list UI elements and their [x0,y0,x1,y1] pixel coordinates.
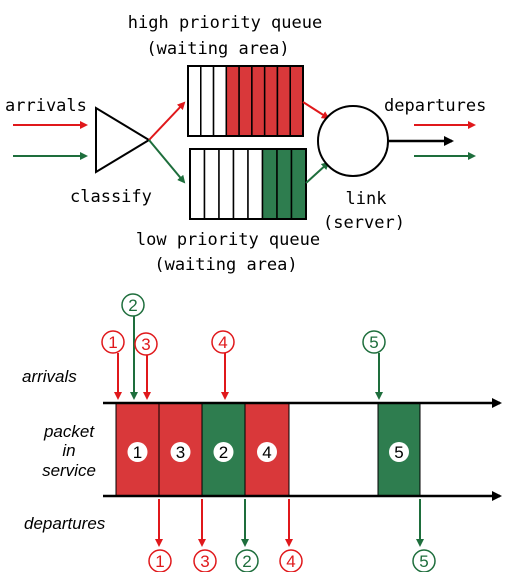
low-queue-slot-empty [189,148,206,220]
arrival-marker-2-circle [121,293,145,317]
high-queue-outline [187,65,304,137]
to-high-queue-arrow [148,101,186,141]
high-queue-slot-empty [212,65,228,137]
departure-marker-1-circle [148,549,172,572]
high-queue-to-server-arrow [302,101,330,120]
low-queue-outline [189,148,307,220]
low-queue-slot-empty [247,148,264,220]
high-queue-title: high priority queue [128,13,322,33]
to-low-queue-arrow [148,139,186,184]
service-blocks: 1 3 2 4 5 [115,402,421,497]
service-block-number: 1 [133,443,142,462]
packet-label: packet [43,422,95,441]
high-queue-slot-filled [263,65,279,137]
service-block-number: 3 [176,443,185,462]
service-block-badge [170,442,191,462]
queue-diagram: high priority queue (waiting area) arriv… [5,13,486,275]
classify-label: classify [70,187,152,207]
server-label: (server) [323,213,405,233]
timeline-diagram: arrivals packet in service departures 1 3… [22,293,502,572]
high-queue-subtitle: (waiting area) [146,39,289,59]
service-block-number: 2 [219,443,228,462]
departure-marker-2-circle [235,549,259,572]
arrival-marker-1-circle [101,330,125,354]
departure-marker-5-number: 5 [419,552,428,571]
high-queue-slot-empty [187,65,202,137]
departure-marker-3-number: 3 [200,552,209,571]
low-queue-slot-empty [232,148,249,220]
arrival-marker-3-circle [134,332,158,356]
service-block-badge [213,442,234,462]
departure-marker-3-circle [193,549,217,572]
timeline-departures-label: departures [24,514,106,533]
high-queue-slot-filled [276,65,291,137]
timeline-arrivals-label: arrivals [22,367,77,386]
departure-markers: 1 3 2 4 5 [148,499,436,572]
arrival-marker-4-number: 4 [218,333,227,352]
arrival-marker-3-number: 3 [141,335,150,354]
service-block-badge [127,442,148,462]
in-label: in [62,441,75,460]
departure-marker-2-number: 2 [242,552,251,571]
high-priority-queue [187,65,304,137]
low-queue-slot-empty [218,148,235,220]
service-block-number: 5 [394,443,403,462]
departure-marker-1-number: 1 [155,552,164,571]
arrival-marker-2-number: 2 [128,296,137,315]
arrival-marker-5-circle [362,330,386,354]
service-block-badge [389,442,409,462]
service-block-number: 4 [262,443,271,462]
low-queue-slot-filled [261,148,278,220]
high-queue-slot-filled [251,65,266,137]
low-queue-subtitle: (waiting area) [154,255,297,275]
link-server-circle [317,105,389,177]
low-queue-to-server-arrow [305,161,330,184]
low-queue-slot-filled [290,148,307,220]
high-queue-slot-filled [289,65,304,137]
low-queue-title: low priority queue [136,230,320,250]
service-block-badge [257,442,277,462]
arrival-marker-1-number: 1 [108,333,117,352]
high-queue-slot-filled [238,65,253,137]
arrival-marker-4-circle [211,330,235,354]
low-queue-slot-filled [276,148,293,220]
high-queue-slot-empty [200,65,215,137]
departure-marker-4-circle [279,549,303,572]
low-priority-queue [189,148,307,220]
departure-marker-4-number: 4 [286,552,295,571]
arrival-marker-5-number: 5 [369,333,378,352]
high-queue-slot-filled [225,65,240,137]
arrivals-label: arrivals [5,96,87,116]
low-queue-slot-empty [203,148,220,220]
departure-marker-5-circle [412,549,436,572]
classifier-triangle [95,106,151,174]
arrival-markers: 12 3 4 5 [101,293,386,400]
service-label: service [42,461,96,480]
departures-label: departures [384,96,486,116]
link-label: link [346,189,387,209]
